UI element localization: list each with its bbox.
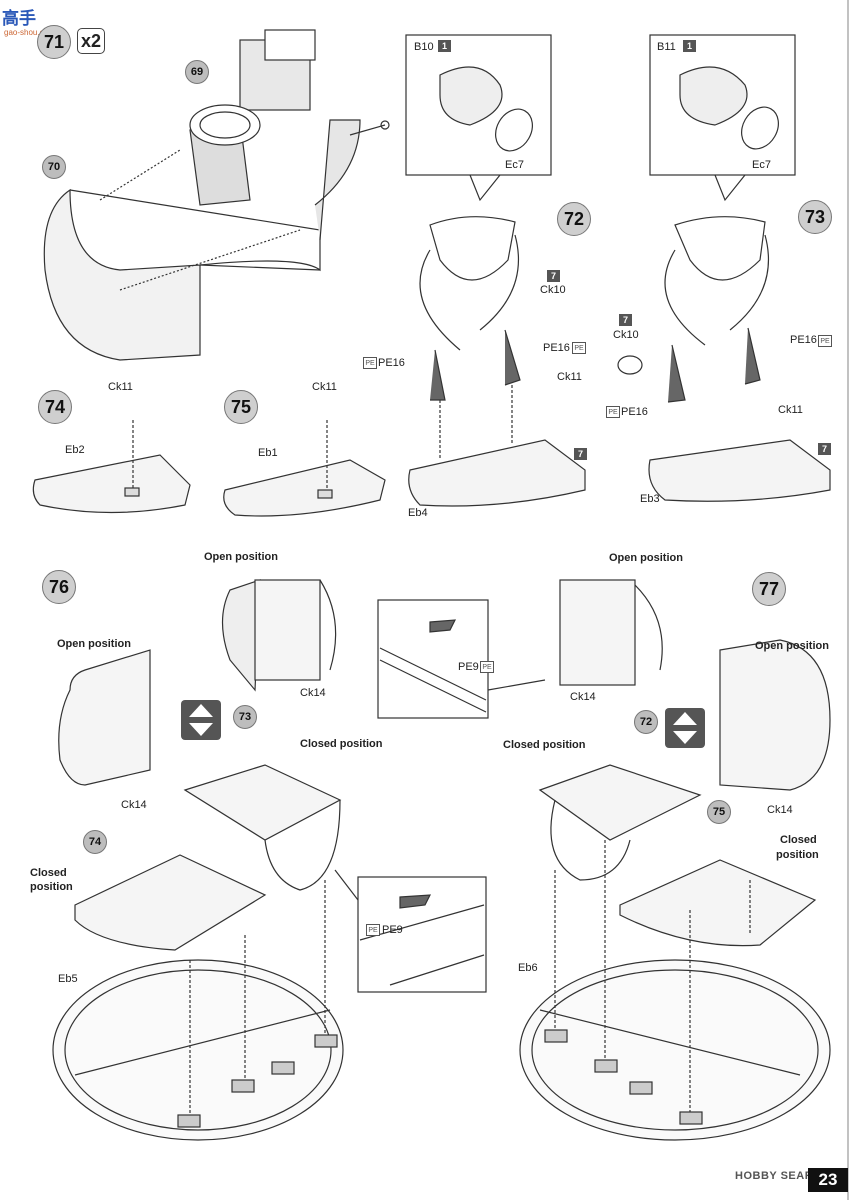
step72-callout xyxy=(405,34,552,202)
step73-drawing xyxy=(617,216,831,502)
ref-72: 72 xyxy=(634,710,658,734)
part-label-pe16: PE16 xyxy=(790,334,817,346)
part-label-ck10: Ck10 xyxy=(613,329,639,341)
ref-69: 69 xyxy=(185,60,209,84)
part-label-ck11: Ck11 xyxy=(108,381,133,393)
part-label-pe16: PE16 xyxy=(378,357,405,369)
part-label-ck11: Ck11 xyxy=(557,371,582,383)
watermark-logo: 高手 xyxy=(2,9,36,28)
step-number-74: 74 xyxy=(38,390,72,424)
pe9-insets xyxy=(334,599,546,993)
quantity-badge: x2 xyxy=(77,28,105,54)
watermark-domain: gao-shou.com xyxy=(4,28,55,37)
sprue-tag: 7 xyxy=(818,443,831,455)
step-number-71: 71 xyxy=(37,25,71,59)
part-label-ck11: Ck11 xyxy=(778,404,803,416)
ref-73: 73 xyxy=(233,705,257,729)
caption-position: position xyxy=(30,881,73,893)
step73-callout xyxy=(649,34,796,202)
sprue-tag: 7 xyxy=(619,314,632,326)
ref-74: 74 xyxy=(83,830,107,854)
part-label-ck11: Ck11 xyxy=(312,381,337,393)
caption-closed: Closed xyxy=(780,834,817,846)
part-label-ck10: Ck10 xyxy=(540,284,566,296)
sprue-tag: 7 xyxy=(574,448,587,460)
part-label-pe9: PE9 xyxy=(382,924,403,936)
caption-closed-position: Closed position xyxy=(300,738,383,750)
sprue-tag: 7 xyxy=(547,270,560,282)
pe-icon: PE xyxy=(572,342,586,354)
part-label-b10: B10 xyxy=(414,41,434,53)
pe-icon: PE xyxy=(366,924,380,936)
part-label-b11: B11 xyxy=(657,41,676,53)
caption-closed: Closed xyxy=(30,867,67,879)
caption-open-position: Open position xyxy=(755,640,829,652)
caption-closed-position: Closed position xyxy=(503,739,586,751)
step-number-75: 75 xyxy=(224,390,258,424)
part-label-ec7: Ec7 xyxy=(505,159,524,171)
step74-drawing xyxy=(32,420,191,514)
part-label-eb5: Eb5 xyxy=(58,973,78,985)
watermark-hobbysearch: HOBBY SEARCH xyxy=(735,1170,831,1182)
pe-icon: PE xyxy=(818,335,832,347)
part-label-pe16: PE16 xyxy=(543,342,570,354)
step71-shroud-drawing xyxy=(43,29,390,361)
caption-open-position: Open position xyxy=(609,552,683,564)
part-label-eb4: Eb4 xyxy=(408,507,428,519)
part-label-ck14: Ck14 xyxy=(570,691,596,703)
pe-icon: PE xyxy=(480,661,494,673)
part-label-pe9: PE9 xyxy=(458,661,479,673)
page-number: 23 xyxy=(808,1168,848,1192)
ref-75: 75 xyxy=(707,800,731,824)
step75-drawing xyxy=(223,420,386,517)
flip-icon xyxy=(665,708,705,748)
caption-position: position xyxy=(776,849,819,861)
step77-drawing xyxy=(519,579,831,1141)
step72-drawing xyxy=(408,216,586,507)
step76-drawing xyxy=(52,579,344,1141)
step-number-73: 73 xyxy=(798,200,832,234)
part-label-ck14: Ck14 xyxy=(767,804,793,816)
step-number-77: 77 xyxy=(752,572,786,606)
part-label-eb6: Eb6 xyxy=(518,962,538,974)
part-label-ck14: Ck14 xyxy=(300,687,326,699)
pe-icon: PE xyxy=(606,406,620,418)
pe-icon: PE xyxy=(363,357,377,369)
ref-70: 70 xyxy=(42,155,66,179)
sprue-tag: 1 xyxy=(438,40,451,52)
caption-open-position: Open position xyxy=(204,551,278,563)
flip-icon xyxy=(181,700,221,740)
part-label-pe16: PE16 xyxy=(621,406,648,418)
step-number-72: 72 xyxy=(557,202,591,236)
caption-open-position: Open position xyxy=(57,638,131,650)
part-label-ck14: Ck14 xyxy=(121,799,147,811)
part-label-eb3: Eb3 xyxy=(640,493,660,505)
part-label-eb1: Eb1 xyxy=(258,447,278,459)
part-label-eb2: Eb2 xyxy=(65,444,85,456)
part-label-ec7: Ec7 xyxy=(752,159,771,171)
step-number-76: 76 xyxy=(42,570,76,604)
sprue-tag: 1 xyxy=(683,40,696,52)
